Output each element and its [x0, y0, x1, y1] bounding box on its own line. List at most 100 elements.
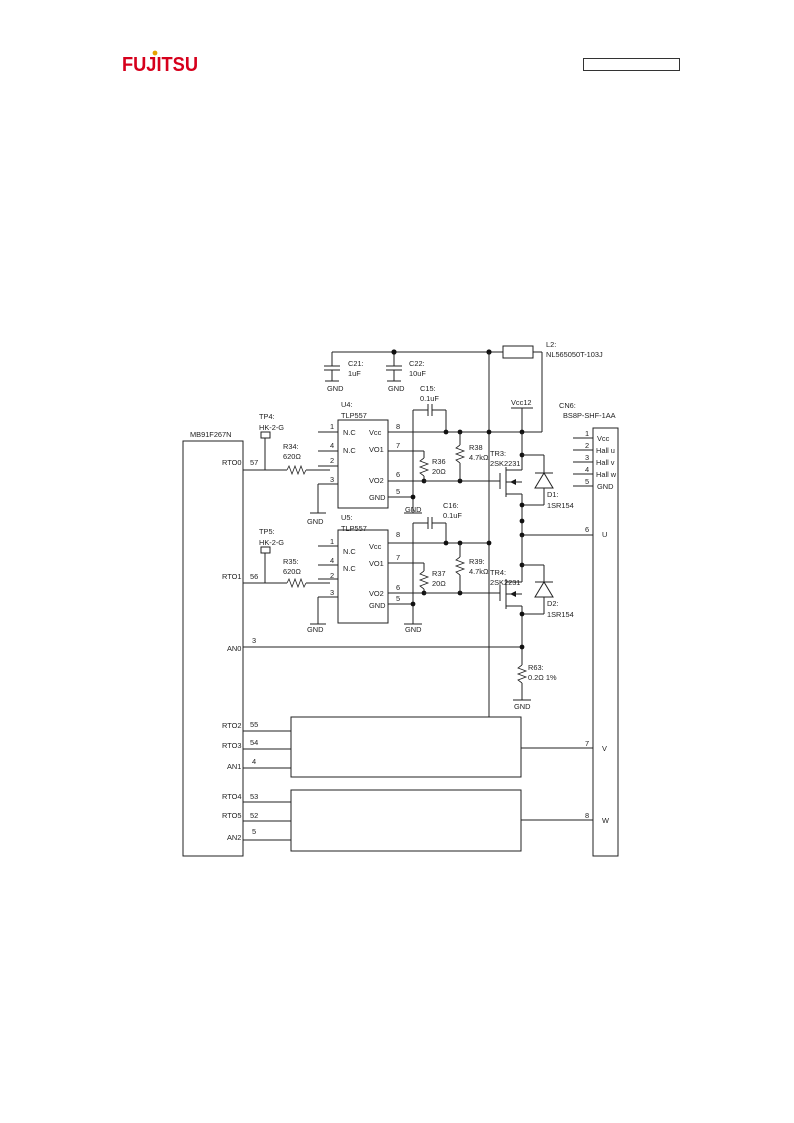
mcu-pin-label-rto4: RTO4 [222, 792, 241, 801]
u5-pin5-num: 5 [396, 594, 400, 603]
r63-ref: R63: [528, 663, 544, 672]
mcu-pin-num-55: 55 [250, 720, 258, 729]
tr3-part: 2SK2231 [490, 459, 520, 468]
cn6-pin8-label: W [602, 816, 609, 825]
u4-pin4-num: 4 [330, 441, 334, 450]
u5-pin4-num: 4 [330, 556, 334, 565]
cn6-pin8-num: 8 [585, 811, 589, 820]
tp4-ref: TP4: [259, 412, 275, 421]
c16-ref: C16: [443, 501, 459, 510]
u4-ref: U4: [341, 400, 353, 409]
r39-value: 4.7kΩ [469, 567, 489, 576]
l2-ref: L2: [546, 340, 556, 349]
c22-value: 10uF [409, 369, 426, 378]
u5-pin1-label: N.C [343, 547, 356, 556]
gate-driver-channel-low: TP5: HK-2-G R35: 620Ω U5: TLP557 GND 1 4… [243, 501, 574, 665]
tr4-part: 2SK2231 [490, 578, 520, 587]
cn6-pin4-label: Hall w [596, 470, 617, 479]
u4-part: TLP557 [341, 411, 367, 420]
mcu-pin-label-rto3: RTO3 [222, 741, 241, 750]
mcu-pin-label-rto0: RTO0 [222, 458, 241, 467]
r38-value: 4.7kΩ [469, 453, 489, 462]
cn6-pin6-label: U [602, 530, 607, 539]
r63-value: 0.2Ω 1% [528, 673, 557, 682]
u5-ref: U5: [341, 513, 353, 522]
u5-pin6-label: VO2 [369, 589, 384, 598]
vcc12-label: Vcc12 [511, 398, 532, 407]
cn6-pin2-num: 2 [585, 441, 589, 450]
mcu-pin-num-3: 3 [252, 636, 256, 645]
d1-part: 1SR154 [547, 501, 574, 510]
mcu-pin-label-an0: AN0 [227, 644, 241, 653]
u4-pin3-num: 3 [330, 475, 334, 484]
r38-ref: R38 [469, 443, 483, 452]
c21-value: 1uF [348, 369, 361, 378]
tp4-part: HK-2-G [259, 423, 284, 432]
cn6-pin1-num: 1 [585, 429, 589, 438]
gnd-label-r63: GND [514, 702, 530, 711]
tr4-ref: TR4: [490, 568, 506, 577]
mcu-block: MB91F267N RTO0 RTO1 AN0 RTO2 RTO3 AN1 RT… [182, 430, 258, 857]
cn6-pin5-label: GND [597, 482, 613, 491]
u5-pin1-num: 1 [330, 537, 334, 546]
fujitsu-logo: FUJITSU [122, 50, 198, 76]
c22-ref: C22: [409, 359, 425, 368]
c16-value: 0.1uF [443, 511, 462, 520]
tp5-part: HK-2-G [259, 538, 284, 547]
u4-pin6-num: 6 [396, 470, 400, 479]
r37-ref: R37 [432, 569, 446, 578]
u5-pin5-label: GND [369, 601, 385, 610]
mcu-pin-label-rto1: RTO1 [222, 572, 241, 581]
u5-pin4-label: N.C [343, 564, 356, 573]
r35-value: 620Ω [283, 567, 301, 576]
u4-pin1-num: 1 [330, 422, 334, 431]
tr3-ref: TR3: [490, 449, 506, 458]
cn6-pin2-label: Hall u [596, 446, 615, 455]
cn6-pin3-label: Hall v [596, 458, 615, 467]
mcu-pin-num-57: 57 [250, 458, 258, 467]
u4-pin7-num: 7 [396, 441, 400, 450]
gnd-label-u4-left: GND [307, 517, 323, 526]
phase-w-block [243, 789, 593, 852]
gate-driver-channel-u: TP4: HK-2-G R34: 620Ω U4: TLP557 GND 1 4… [243, 384, 574, 535]
fujitsu-logo-text: FUJITSU [122, 54, 198, 76]
u5-pin8-label: Vcc [369, 542, 382, 551]
r36-value: 20Ω [432, 467, 446, 476]
u4-pin1-label: N.C [343, 428, 356, 437]
u5-pin6-num: 6 [396, 583, 400, 592]
u5-pin7-num: 7 [396, 553, 400, 562]
mcu-pin-label-an2: AN2 [227, 833, 241, 842]
tp5-ref: TP5: [259, 527, 275, 536]
c15-ref: C15: [420, 384, 436, 393]
gnd-label-u5-left: GND [307, 625, 323, 634]
cn6-pin6-num: 6 [585, 525, 589, 534]
cn6-pin1-label: Vcc [597, 434, 610, 443]
r34-value: 620Ω [283, 452, 301, 461]
u5-pin8-num: 8 [396, 530, 400, 539]
mcu-pin-num-52: 52 [250, 811, 258, 820]
gnd-label-u4-right: GND [405, 505, 421, 514]
cn6-pin5-num: 5 [585, 477, 589, 486]
u5-pin7-label: VO1 [369, 559, 384, 568]
mcu-pin-num-53: 53 [250, 792, 258, 801]
r36-ref: R36 [432, 457, 446, 466]
power-rail: GND C21: 1uF GND C22: 10uF L2: NL565050T… [324, 340, 603, 717]
c15-value: 0.1uF [420, 394, 439, 403]
r35-ref: R35: [283, 557, 299, 566]
d1-ref: D1: [547, 490, 559, 499]
l2-part: NL565050T-103J [546, 350, 603, 359]
gnd-label-c22: GND [388, 384, 404, 393]
u4-pin8-num: 8 [396, 422, 400, 431]
u4-pin5-num: 5 [396, 487, 400, 496]
document-number-box [583, 58, 680, 71]
gnd-label-u5-right: GND [405, 625, 421, 634]
u4-pin7-label: VO1 [369, 445, 384, 454]
logo-dot-mark [152, 50, 158, 56]
phase-v-block [243, 716, 593, 778]
u4-pin5-label: GND [369, 493, 385, 502]
current-sense: R63: 0.2Ω 1% GND [243, 644, 557, 711]
u5-pin2-num: 2 [330, 571, 334, 580]
cn6-ref: CN6: [559, 401, 576, 410]
d2-ref: D2: [547, 599, 559, 608]
mcu-pin-label-rto5: RTO5 [222, 811, 241, 820]
